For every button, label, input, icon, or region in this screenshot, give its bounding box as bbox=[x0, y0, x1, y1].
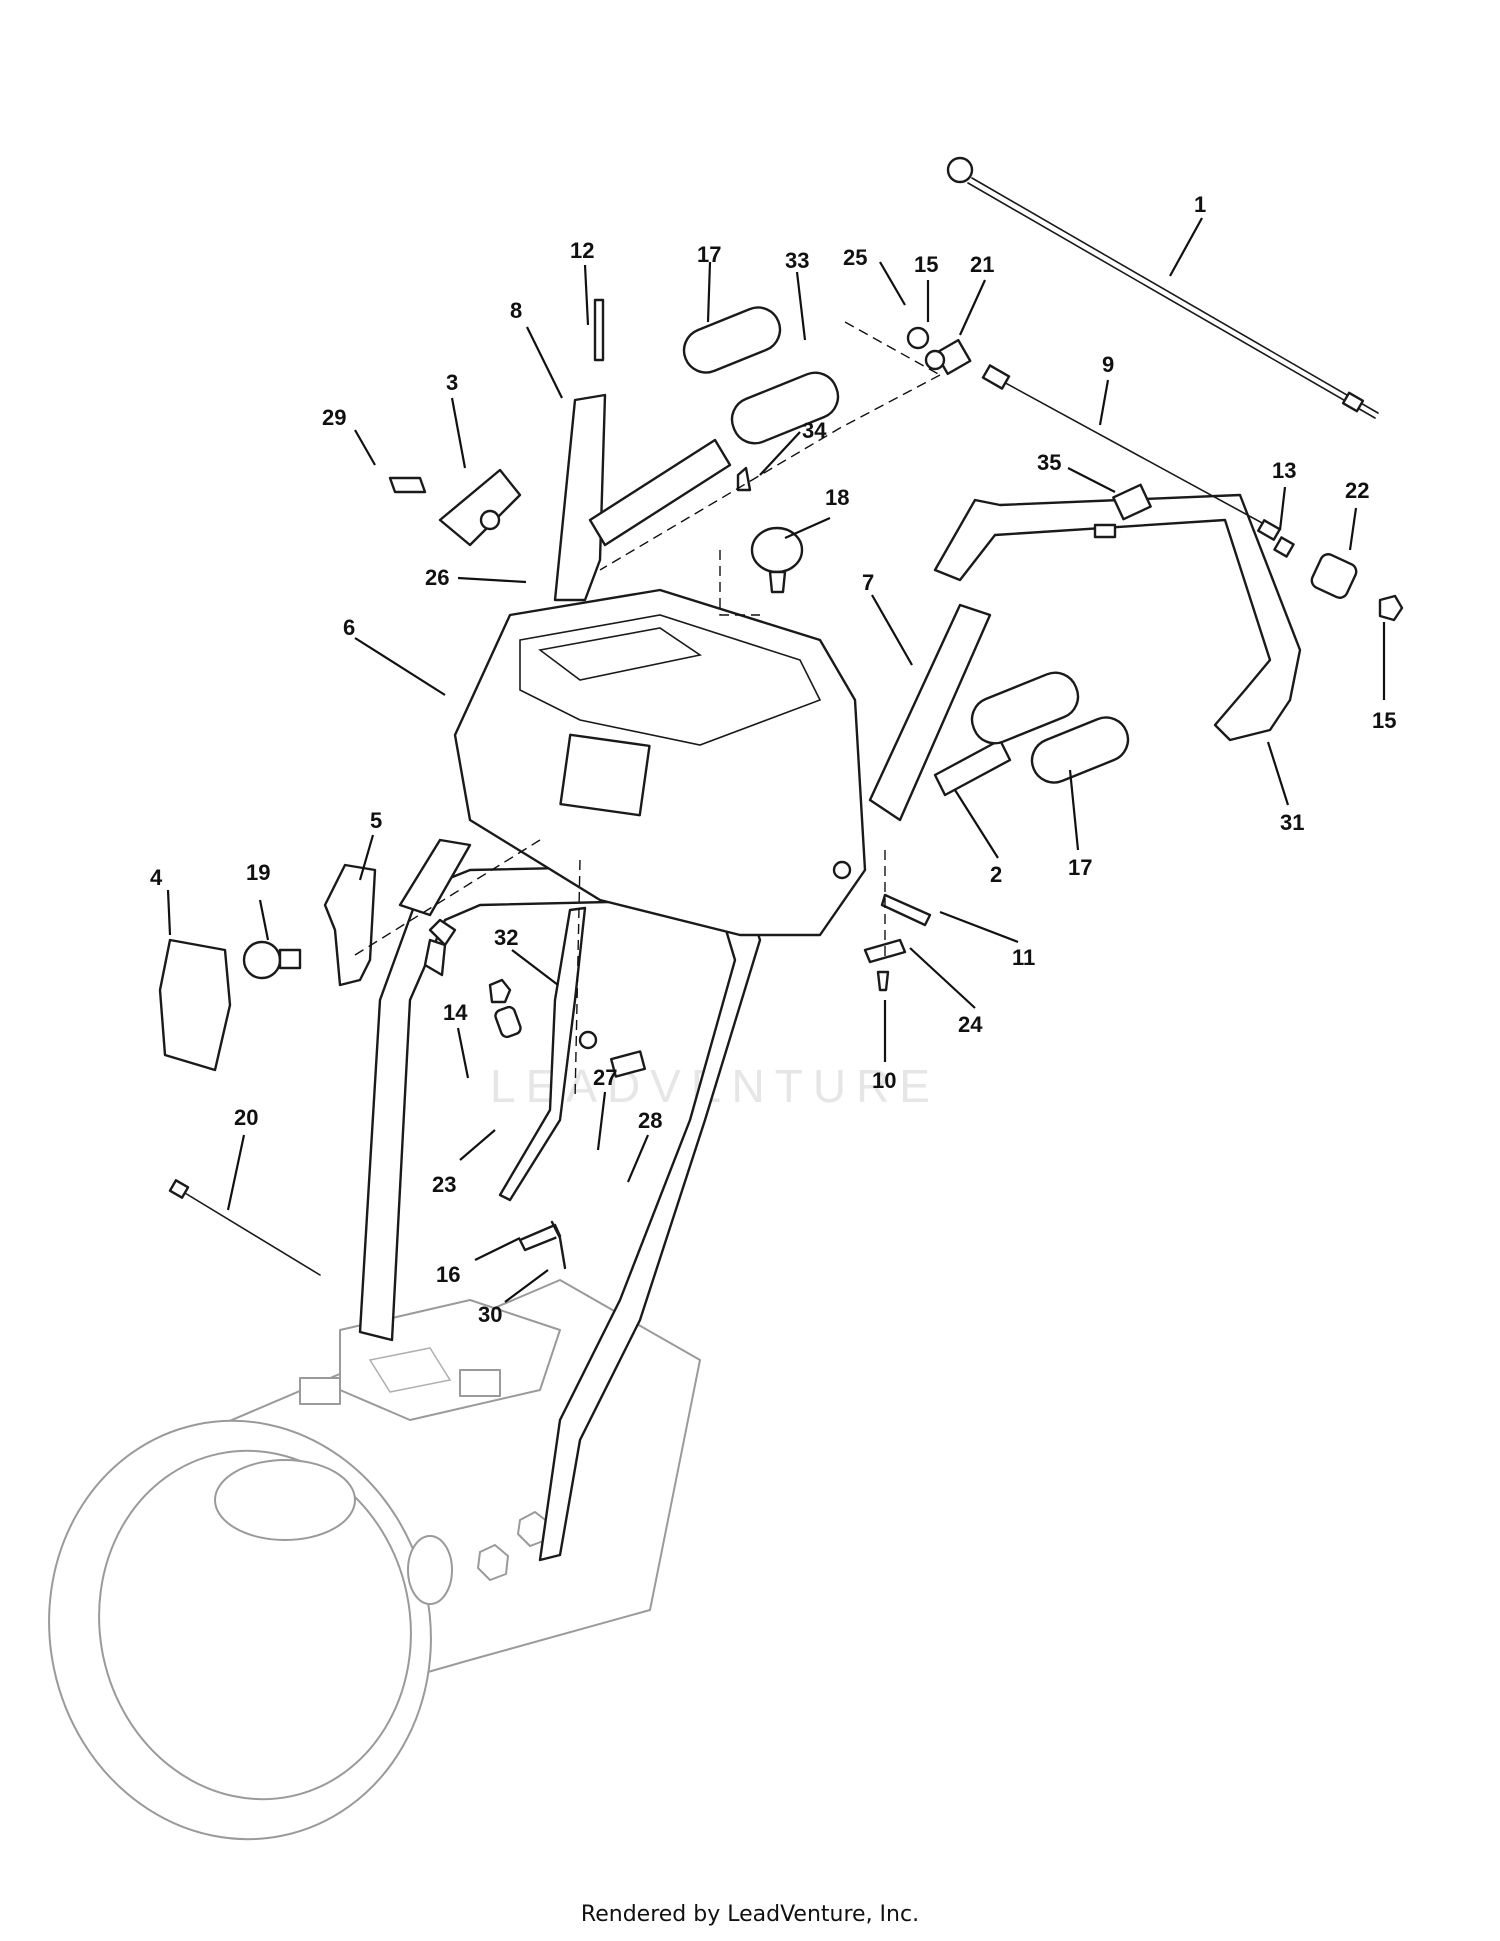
callout-15-right: 15 bbox=[1372, 708, 1396, 733]
cables bbox=[946, 156, 1379, 541]
callout-28: 28 bbox=[638, 1108, 662, 1133]
callout-9: 9 bbox=[1102, 352, 1114, 377]
callout-31: 31 bbox=[1280, 810, 1304, 835]
dash-panel bbox=[453, 588, 867, 937]
callout-4: 4 bbox=[150, 865, 163, 890]
callout-10: 10 bbox=[872, 1068, 896, 1093]
assembly-dash-lines bbox=[354, 321, 941, 1101]
callout-27: 27 bbox=[593, 1065, 617, 1090]
auger-housing-ghost bbox=[48, 1279, 701, 1841]
callout-24: 24 bbox=[958, 1012, 983, 1037]
callout-14: 14 bbox=[443, 1000, 468, 1025]
callout-15-top: 15 bbox=[914, 252, 938, 277]
callout-5: 5 bbox=[370, 808, 382, 833]
callout-1: 1 bbox=[1194, 192, 1206, 217]
callout-19: 19 bbox=[246, 860, 270, 885]
footer-credit: Rendered by LeadVenture, Inc. bbox=[580, 1902, 920, 1927]
callout-20: 20 bbox=[234, 1105, 258, 1130]
left-handle bbox=[553, 306, 840, 602]
callout-2: 2 bbox=[990, 862, 1002, 887]
headlight-assembly bbox=[158, 863, 447, 1072]
callout-17-right: 17 bbox=[1068, 855, 1092, 880]
callout-26: 26 bbox=[425, 565, 449, 590]
callout-12: 12 bbox=[570, 238, 594, 263]
callout-34: 34 bbox=[802, 418, 827, 443]
callout-32: 32 bbox=[494, 925, 518, 950]
callout-33: 33 bbox=[785, 248, 809, 273]
callout-11: 11 bbox=[1012, 945, 1035, 970]
callout-7: 7 bbox=[862, 570, 874, 595]
tie-strap bbox=[168, 1179, 321, 1276]
callout-29: 29 bbox=[322, 405, 346, 430]
callout-22: 22 bbox=[1345, 478, 1369, 503]
right-handle bbox=[868, 603, 1130, 822]
callout-23: 23 bbox=[432, 1172, 456, 1197]
callout-25: 25 bbox=[843, 245, 867, 270]
callout-21: 21 bbox=[970, 252, 994, 277]
hardware bbox=[388, 298, 1404, 1270]
callout-6: 6 bbox=[343, 615, 355, 640]
callout-17-top: 17 bbox=[697, 242, 721, 267]
callout-13: 13 bbox=[1272, 458, 1296, 483]
callout-8: 8 bbox=[510, 298, 522, 323]
callout-3: 3 bbox=[446, 370, 458, 395]
callout-35: 35 bbox=[1037, 450, 1061, 475]
bail-bracket bbox=[933, 493, 1302, 742]
leader-lines bbox=[166, 217, 1386, 1303]
callout-16: 16 bbox=[436, 1262, 460, 1287]
callout-30: 30 bbox=[478, 1302, 502, 1327]
callout-18: 18 bbox=[825, 485, 849, 510]
callout-labels: 1 2 3 4 5 6 7 8 9 10 11 12 13 14 15 15 1… bbox=[150, 192, 1396, 1327]
